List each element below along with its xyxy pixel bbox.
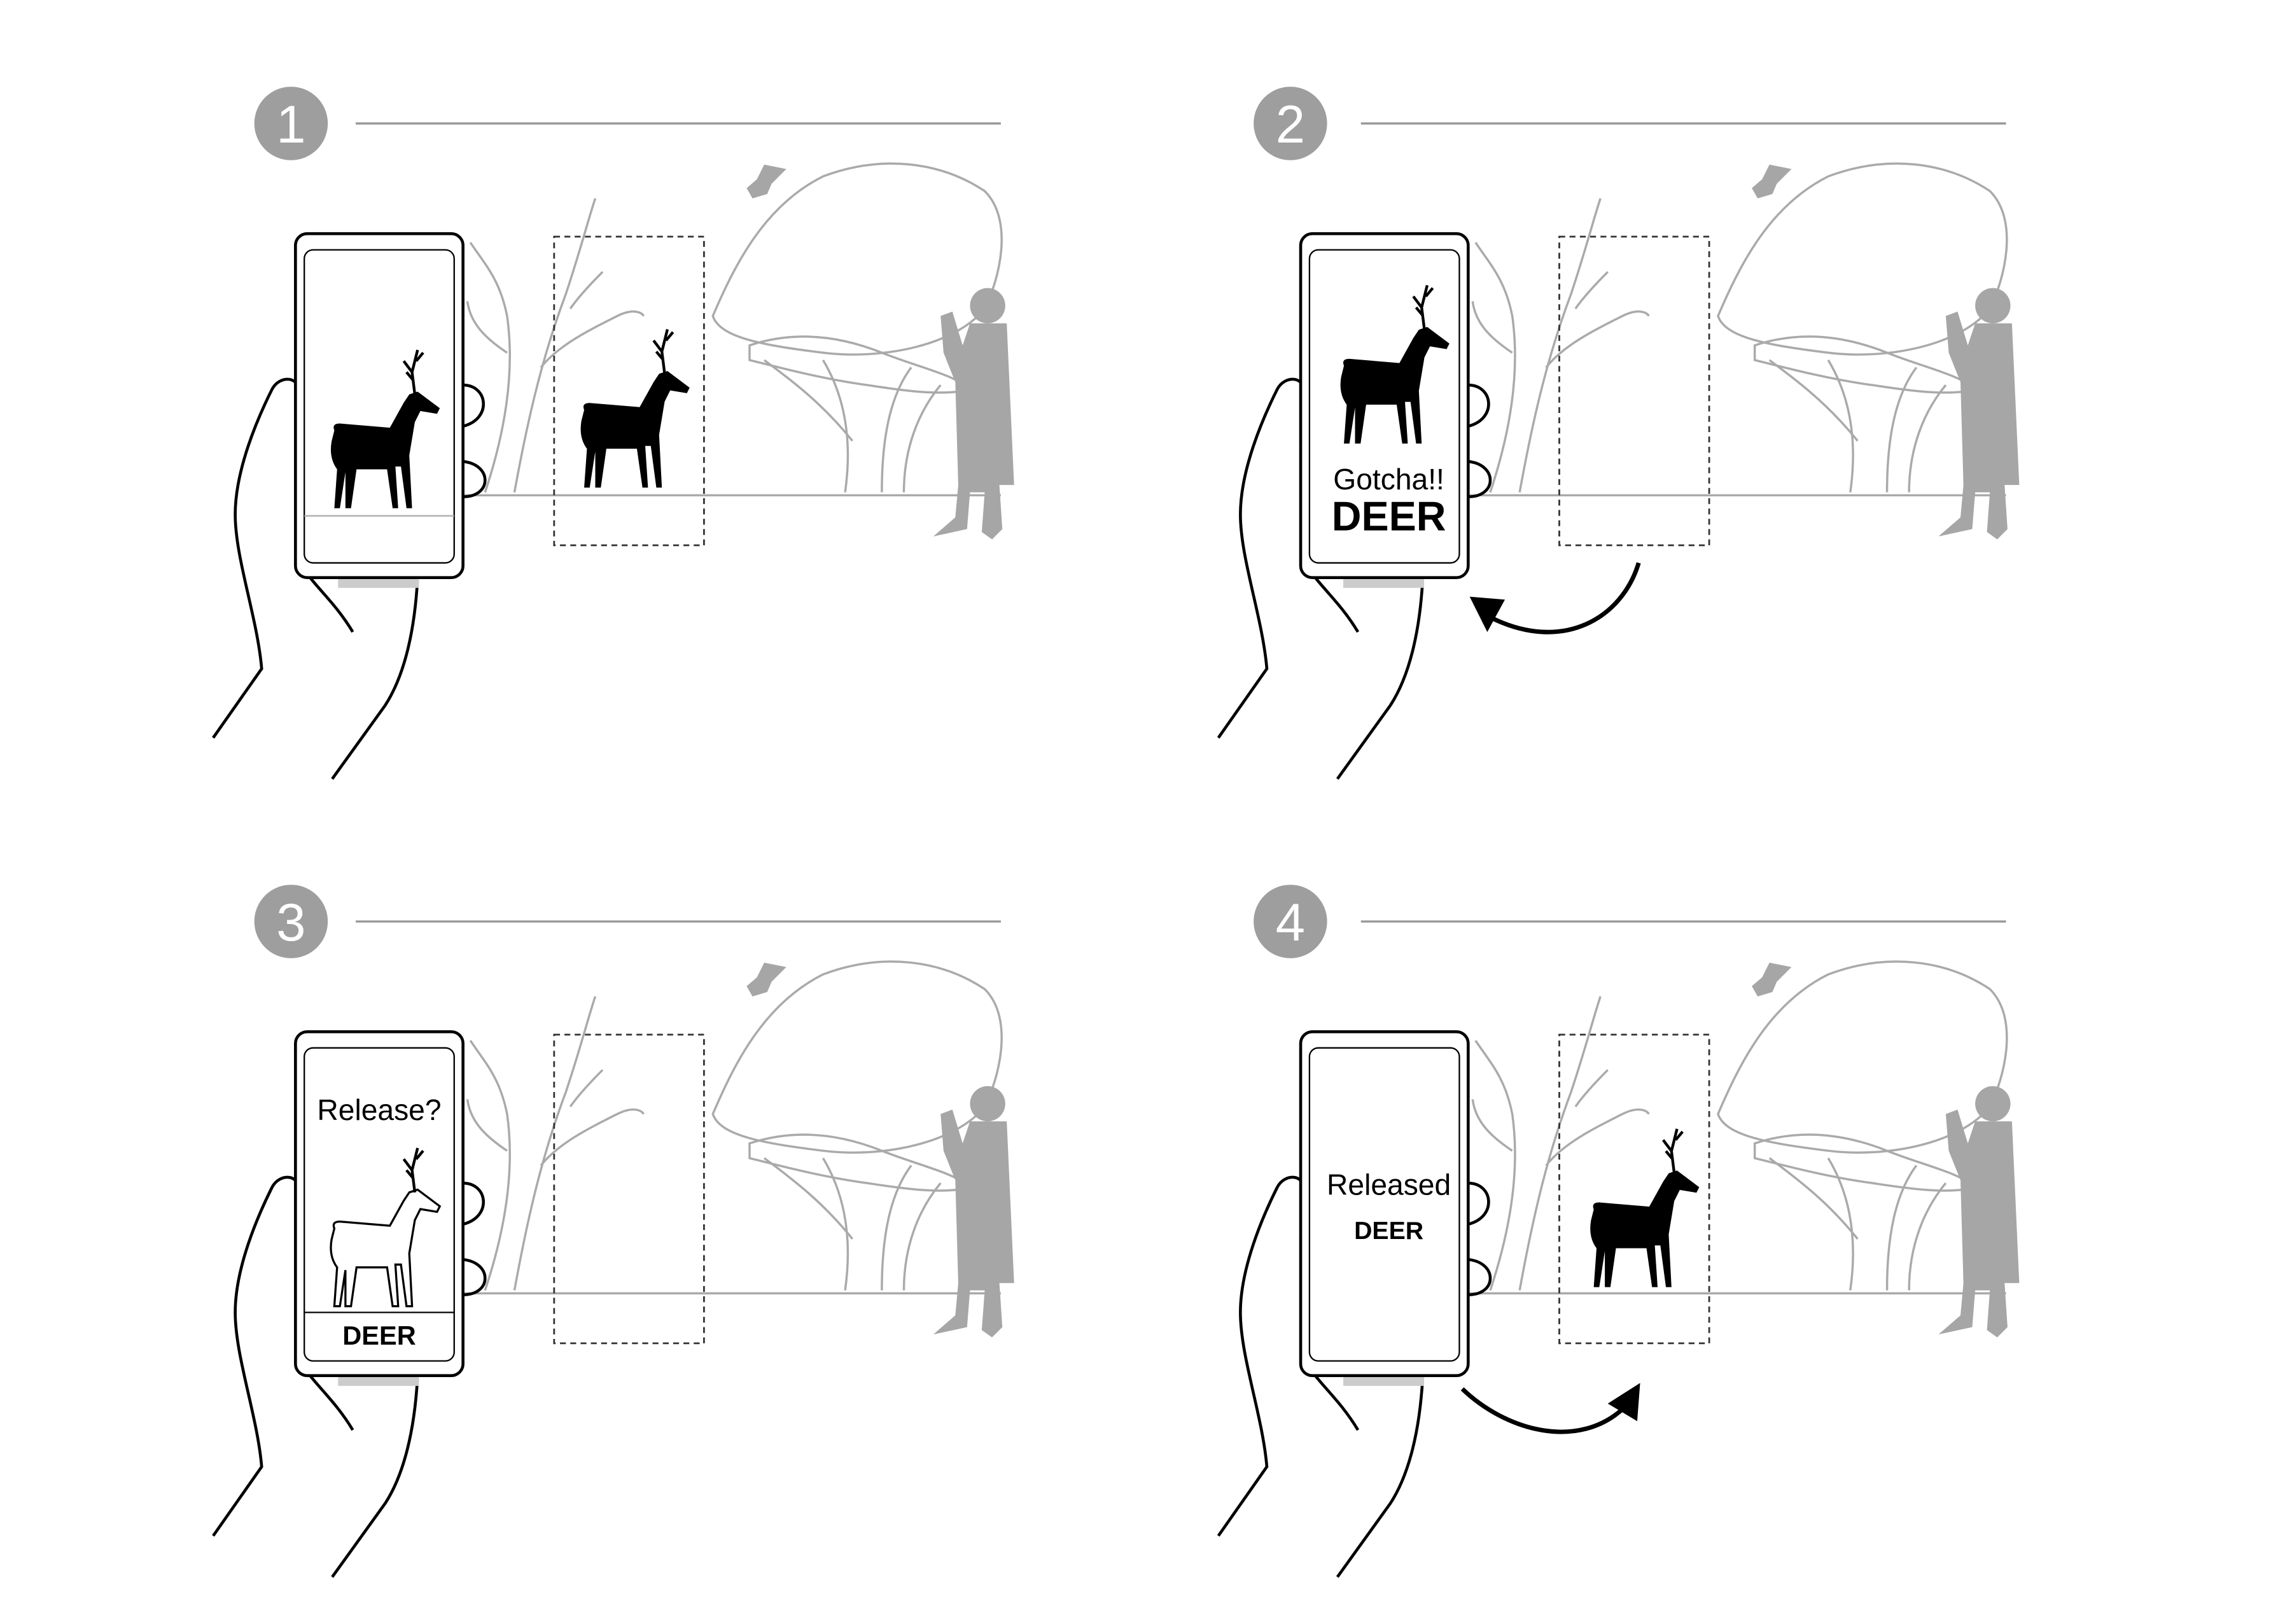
release-arrow xyxy=(1460,1387,1627,1434)
step-4-panel: 4 Released DEER xyxy=(1219,885,2020,1577)
step-number: 3 xyxy=(276,893,305,952)
step-number: 4 xyxy=(1276,893,1305,952)
deer-in-scene xyxy=(1590,1129,1699,1287)
step-1-panel: 1 xyxy=(213,87,1014,779)
arrowhead-icon xyxy=(1607,1383,1640,1422)
arrowhead-icon xyxy=(1469,596,1506,633)
release-question: Release? xyxy=(317,1093,441,1126)
gotcha-text: Gotcha!! xyxy=(1333,463,1444,496)
step-badge xyxy=(1254,885,1327,958)
capture-arrow xyxy=(1489,562,1641,634)
deer-label: DEER xyxy=(1354,1217,1423,1245)
step-badge xyxy=(1254,87,1327,160)
step-3-panel: 3 Release? DEER xyxy=(213,885,1014,1577)
step-2-panel: 2 Gotcha!! DEER xyxy=(1219,87,2020,779)
step-badge xyxy=(254,87,328,160)
step-number: 2 xyxy=(1276,95,1305,154)
step-number: 1 xyxy=(276,95,305,154)
released-text: Released xyxy=(1327,1168,1451,1201)
step-badge xyxy=(254,885,328,958)
deer-label: DEER xyxy=(342,1320,416,1350)
deer-in-scene xyxy=(581,330,690,488)
deer-label: DEER xyxy=(1332,493,1446,540)
